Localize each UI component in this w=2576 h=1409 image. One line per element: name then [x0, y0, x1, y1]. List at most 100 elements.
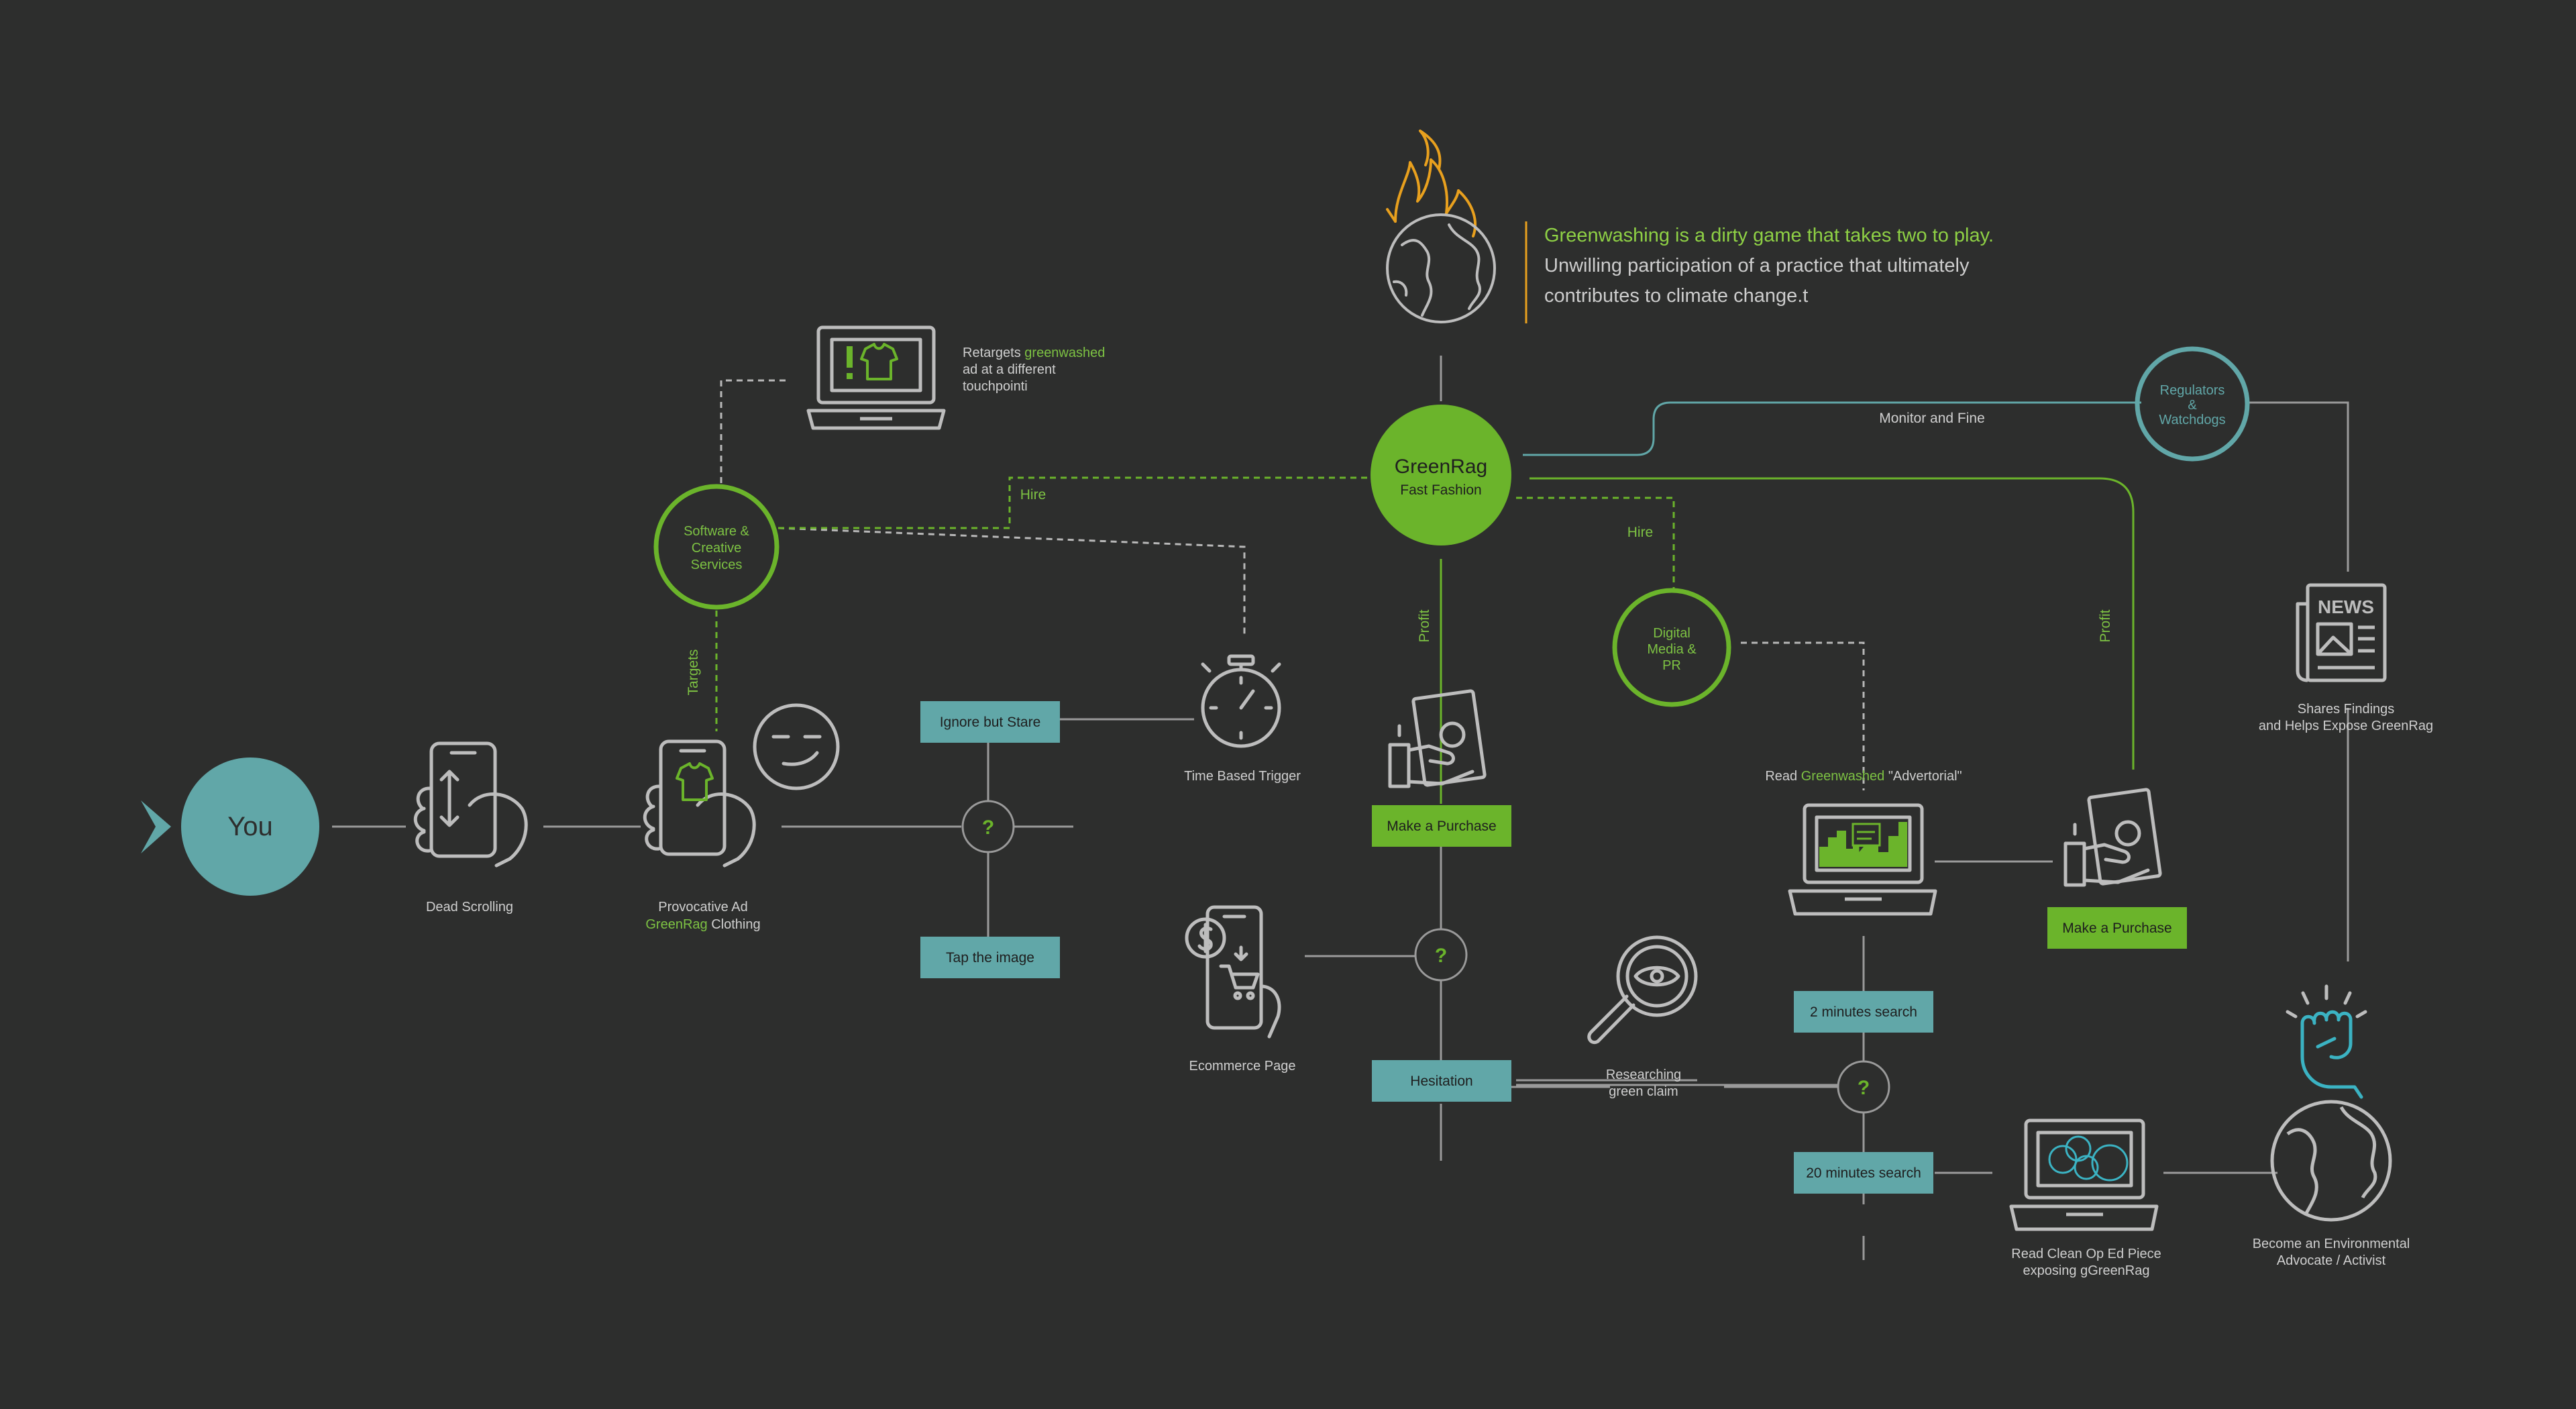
- node-digital-media: Digital Media & PR: [1612, 588, 1731, 707]
- solid-gray-connectors: [332, 356, 2277, 1260]
- edge-label-hire-1: Hire: [1020, 487, 1046, 503]
- laptop-advertorial-icon: [1788, 803, 1937, 916]
- smirk-face-icon: [753, 703, 840, 790]
- label-provocative-line1: Provocative Ad: [658, 900, 747, 915]
- burning-globe-icon: [1386, 129, 1496, 323]
- label-retarget-green: greenwashed: [1024, 346, 1105, 360]
- connectors: [332, 356, 2349, 1260]
- node-software-creative: Software & Creative Services: [653, 484, 780, 610]
- label-ecommerce: Ecommerce Page: [1189, 1059, 1296, 1074]
- teal-connectors: [1523, 401, 2141, 456]
- fist-rays-icon: [2286, 984, 2367, 1019]
- edge-label-profit-1: Profit: [1417, 609, 1432, 642]
- globe-icon: [2270, 1100, 2392, 1222]
- label-research-line1: Researching: [1606, 1067, 1681, 1082]
- node-digital-line1: Digital: [1653, 626, 1690, 641]
- decision-1-symbol: ?: [982, 817, 994, 839]
- edge-label-profit-2: Profit: [2098, 609, 2113, 642]
- box-purchase1-label: Make a Purchase: [1387, 819, 1496, 834]
- label-clean-line2: exposing gGreenRag: [2023, 1263, 2149, 1278]
- label-shares-line2: and Helps Expose GreenRag: [2259, 719, 2433, 733]
- label-retarget-pre: Retargets: [963, 346, 1021, 360]
- label-research-line2: green claim: [1609, 1084, 1678, 1099]
- label-dead-scrolling: Dead Scrolling: [426, 900, 513, 915]
- header-subtitle-line1: Unwilling participation of a practice th…: [1544, 255, 1970, 276]
- stopwatch-icon: [1201, 654, 1281, 748]
- label-provocative-rest: Clothing: [711, 917, 760, 932]
- dashed-gray-connectors: [720, 379, 1865, 790]
- decision-3: ?: [1837, 1060, 1890, 1114]
- box-tap-label: Tap the image: [946, 950, 1034, 966]
- laptop-retarget-icon: [806, 325, 946, 430]
- phone-scroll-icon: [413, 741, 528, 868]
- label-read-advertorial: Read Greenwashed "Advertorial": [1765, 769, 1962, 784]
- tshirt-icon: [676, 762, 714, 801]
- edge-label-hire-2: Hire: [1627, 525, 1654, 540]
- node-software-line1: Software &: [684, 524, 749, 539]
- label-provocative-line2: GreenRag Clothing: [645, 917, 760, 932]
- node-software-line2: Creative: [692, 541, 741, 556]
- advertorial-chart-icon: [1819, 822, 1907, 867]
- label-advocate-line1: Become an Environmental: [2253, 1237, 2410, 1251]
- decision-1: ?: [961, 800, 1015, 853]
- node-greenrag-line1: GreenRag: [1395, 456, 1487, 478]
- box-purchase2-label: Make a Purchase: [2062, 921, 2171, 936]
- label-time-trigger: Time Based Trigger: [1184, 769, 1301, 784]
- label-retarget-line1: Retargets greenwashed: [963, 346, 1105, 360]
- header: Greenwashing is a dirty game that takes …: [1386, 129, 1994, 323]
- box-search2-label: 2 minutes search: [1810, 1004, 1917, 1020]
- box-make-purchase-1: Make a Purchase: [1372, 805, 1511, 847]
- venn-circles-icon: [2048, 1135, 2129, 1182]
- node-you-label: You: [227, 812, 273, 841]
- box-make-purchase-2: Make a Purchase: [2047, 907, 2187, 949]
- box-ignore-but-stare: Ignore but Stare: [920, 701, 1060, 743]
- magnifier-eye-icon: [1587, 935, 1698, 1044]
- edge-label-targets: Targets: [686, 649, 701, 696]
- node-digital-line2: Media &: [1647, 642, 1697, 657]
- header-title: Greenwashing is a dirty game that takes …: [1544, 225, 1994, 246]
- decision-3-symbol: ?: [1858, 1077, 1870, 1099]
- box-search20-label: 20 minutes search: [1806, 1165, 1921, 1181]
- label-provocative-brand: GreenRag: [645, 917, 707, 932]
- news-icon-label: NEWS: [2318, 596, 2374, 617]
- decision-2: ?: [1414, 928, 1468, 982]
- box-tap-image: Tap the image: [920, 937, 1060, 978]
- label-read-post: "Advertorial": [1888, 769, 1962, 784]
- label-retarget-line3: touchpointi: [963, 379, 1028, 394]
- node-regulators: Regulators & Watchdogs: [2135, 346, 2250, 462]
- node-you: You: [181, 758, 319, 896]
- newspaper-icon: [2296, 583, 2387, 682]
- label-shares-line1: Shares Findings: [2298, 702, 2395, 717]
- money-hand-icon: [1388, 689, 1487, 788]
- label-advocate-line2: Advocate / Activist: [2277, 1253, 2386, 1268]
- box-hesitation-label: Hesitation: [1410, 1074, 1472, 1089]
- laptop-op-ed-icon: [2009, 1118, 2159, 1231]
- node-regulators-line2: &: [2188, 398, 2197, 413]
- box-2-minutes-search: 2 minutes search: [1794, 991, 1933, 1033]
- solid-green-connectors: [1440, 477, 2135, 804]
- ecommerce-phone-icon: [1185, 905, 1281, 1039]
- box-ignore-label: Ignore but Stare: [940, 715, 1041, 730]
- dashed-green-connectors: [715, 476, 1675, 731]
- label-clean-line1: Read Clean Op Ed Piece: [2011, 1247, 2161, 1261]
- edge-label-monitor: Monitor and Fine: [1879, 411, 1985, 426]
- alert-tshirt-icon: [847, 343, 898, 380]
- header-subtitle-line2: contributes to climate change.t: [1544, 285, 1808, 307]
- node-regulators-line1: Regulators: [2160, 383, 2225, 398]
- box-connectors: [987, 743, 1865, 1152]
- node-greenrag: GreenRag Fast Fashion: [1371, 405, 1511, 545]
- right-column-connectors: [2249, 401, 2349, 961]
- raised-fist-icon: [2300, 1010, 2363, 1099]
- phone-ad-icon: [643, 739, 756, 868]
- label-retarget-line2: ad at a different: [963, 362, 1056, 377]
- node-software-line3: Services: [691, 558, 743, 572]
- label-read-pre: Read: [1765, 769, 1797, 784]
- node-greenrag-line2: Fast Fashion: [1400, 482, 1481, 498]
- box-20-minutes-search: 20 minutes search: [1794, 1152, 1933, 1194]
- money-hand-icon-2: [2063, 788, 2162, 887]
- label-read-green: Greenwashed: [1801, 769, 1885, 784]
- decision-2-symbol: ?: [1435, 945, 1447, 967]
- start-arrow-icon: [141, 800, 171, 853]
